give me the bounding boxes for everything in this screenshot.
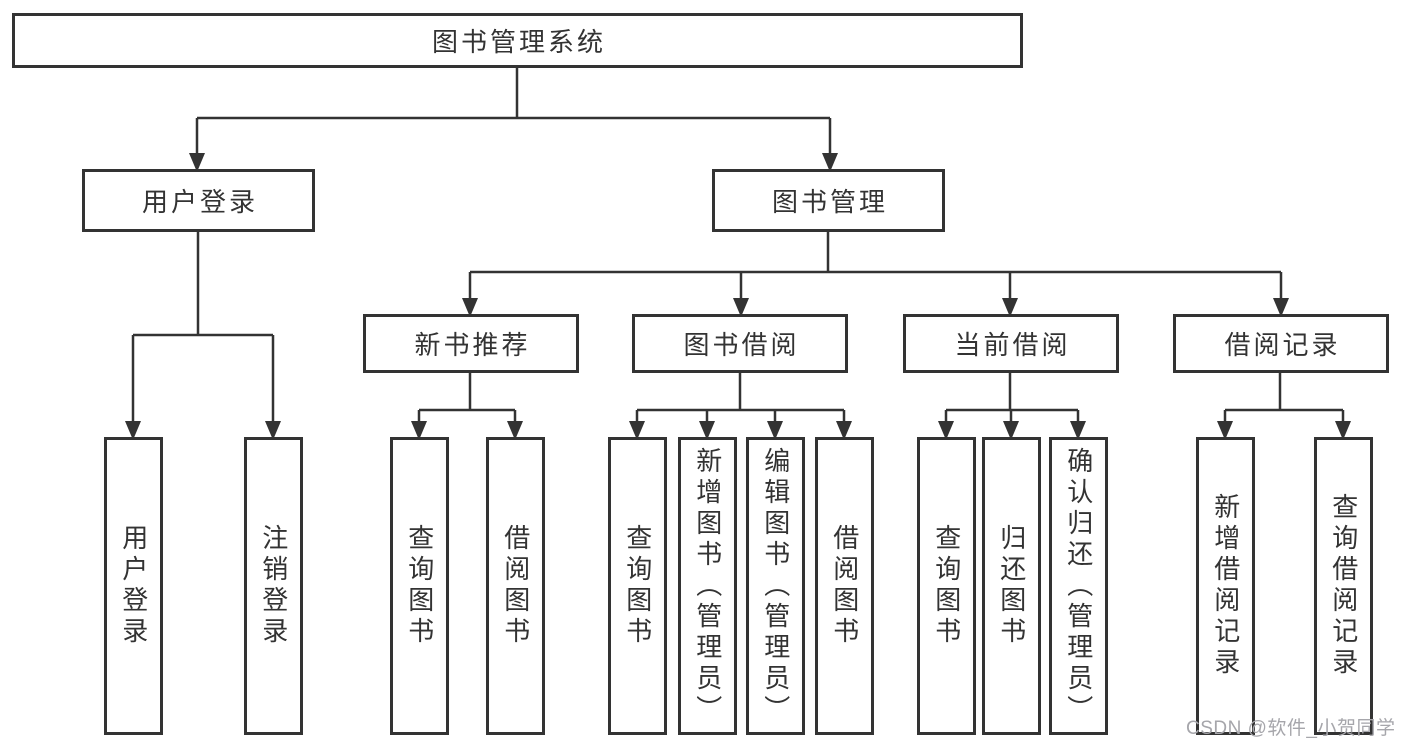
leaf-label: 查询图书 bbox=[404, 524, 435, 648]
node-new-book-recommend: 新书推荐 bbox=[363, 314, 579, 373]
node-user-login: 用户登录 bbox=[82, 169, 315, 232]
node-book-management: 图书管理 bbox=[712, 169, 945, 232]
node-current-borrowing-label: 当前借阅 bbox=[954, 330, 1071, 360]
connector-borrowrecord-to-leaves bbox=[1223, 373, 1345, 424]
leaf-return-books: 归还图书 bbox=[982, 437, 1041, 735]
leaf-label: 借阅图书 bbox=[500, 524, 531, 648]
leaf-label: 新增图书（管理员） bbox=[692, 446, 723, 726]
node-root: 图书管理系统 bbox=[12, 13, 1023, 68]
leaf-add-borrow-record: 新增借阅记录 bbox=[1196, 437, 1255, 735]
leaf-label: 注销登录 bbox=[258, 524, 289, 648]
leaf-label: 编辑图书（管理员） bbox=[760, 446, 791, 726]
connector-bookmgmt-to-level3 bbox=[468, 232, 1283, 302]
node-book-borrowing: 图书借阅 bbox=[632, 314, 848, 373]
node-current-borrowing: 当前借阅 bbox=[903, 314, 1119, 373]
connector-userlogin-to-leaves bbox=[131, 232, 275, 424]
leaf-confirm-return-admin: 确认归还（管理员） bbox=[1049, 437, 1108, 735]
leaf-query-books-current: 查询图书 bbox=[917, 437, 976, 735]
leaf-label: 借阅图书 bbox=[829, 524, 860, 648]
leaf-label: 归还图书 bbox=[996, 524, 1027, 648]
leaf-label: 新增借阅记录 bbox=[1210, 493, 1241, 679]
node-borrowing-records: 借阅记录 bbox=[1173, 314, 1389, 373]
node-user-login-label: 用户登录 bbox=[141, 187, 258, 217]
leaf-borrow-books-newrec: 借阅图书 bbox=[486, 437, 545, 735]
leaf-query-books-newrec: 查询图书 bbox=[390, 437, 449, 735]
node-book-management-label: 图书管理 bbox=[771, 187, 888, 217]
node-book-borrowing-label: 图书借阅 bbox=[683, 330, 800, 360]
connector-root-to-level2 bbox=[195, 68, 832, 156]
leaf-query-borrow-record: 查询借阅记录 bbox=[1314, 437, 1373, 735]
leaf-label: 查询借阅记录 bbox=[1328, 493, 1359, 679]
leaf-add-books-admin: 新增图书（管理员） bbox=[678, 437, 737, 735]
leaf-label: 用户登录 bbox=[118, 524, 149, 648]
node-new-book-recommend-label: 新书推荐 bbox=[414, 330, 531, 360]
leaf-edit-books-admin: 编辑图书（管理员） bbox=[746, 437, 805, 735]
leaf-logout: 注销登录 bbox=[244, 437, 303, 735]
leaf-label: 查询图书 bbox=[622, 524, 653, 648]
node-root-label: 图书管理系统 bbox=[431, 27, 606, 57]
leaf-query-books-borrow: 查询图书 bbox=[608, 437, 667, 735]
leaf-borrow-books-borrow: 借阅图书 bbox=[815, 437, 874, 735]
connector-currentborrow-to-leaves bbox=[944, 373, 1080, 424]
leaf-label: 查询图书 bbox=[931, 524, 962, 648]
leaf-label: 确认归还（管理员） bbox=[1063, 446, 1094, 726]
node-borrowing-records-label: 借阅记录 bbox=[1224, 330, 1341, 360]
watermark: CSDN @软件_小贺同学 bbox=[1186, 718, 1396, 739]
leaf-user-login: 用户登录 bbox=[104, 437, 163, 735]
connector-newbook-to-leaves bbox=[417, 373, 517, 424]
connector-bookborrow-to-leaves bbox=[635, 373, 846, 424]
